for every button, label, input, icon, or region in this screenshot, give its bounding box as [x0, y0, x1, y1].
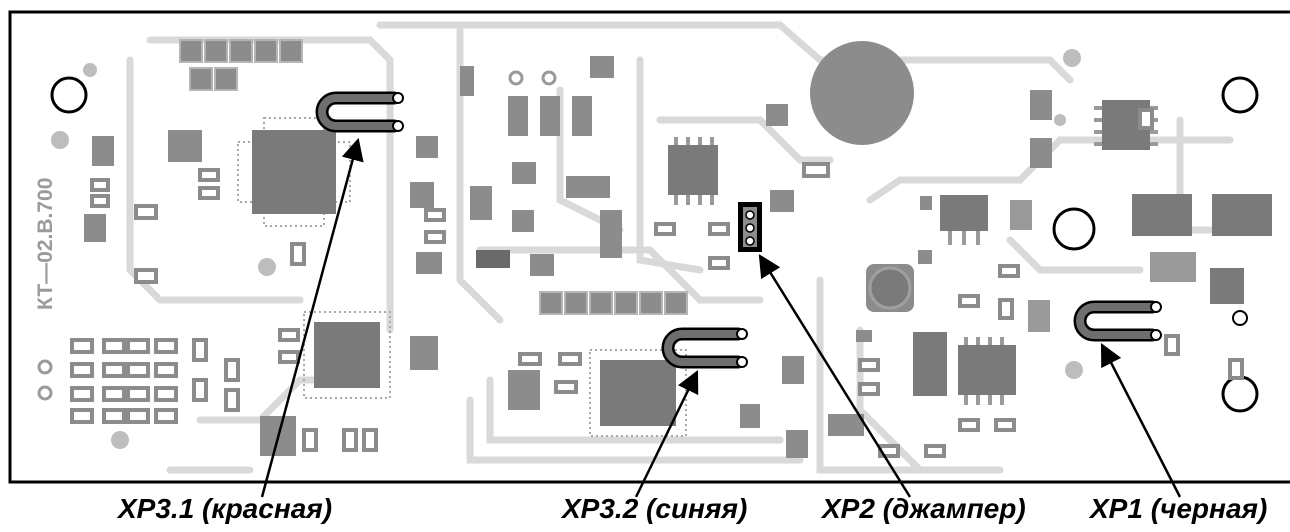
board-code-label: КТ—02.В.700 — [34, 178, 57, 310]
chip-resistors — [70, 108, 1244, 458]
buzzer-component — [810, 41, 914, 145]
soic-leads — [674, 106, 1158, 405]
pin-header-top — [179, 39, 303, 91]
ic-qfp-main — [237, 117, 351, 227]
soic-chips — [668, 100, 1150, 396]
edge-pads — [37, 70, 557, 401]
mounting-holes — [50, 76, 1259, 413]
callout-xp3-1: XP3.1 (красная) — [118, 493, 333, 524]
passive-components — [84, 56, 1052, 458]
inductor-component — [866, 264, 914, 312]
callout-xp2: XP2 (джампер) — [822, 493, 1026, 524]
power-components — [1010, 194, 1272, 332]
ic-qfp-center — [589, 349, 687, 437]
callout-xp3-2: XP3.2 (синяя) — [562, 493, 748, 524]
loop-jumper-xp3-2 — [661, 327, 748, 369]
pin-header-middle — [539, 291, 688, 315]
jumper-header-xp2 — [738, 202, 762, 252]
leader-lines — [260, 137, 1182, 498]
callout-xp1: XP1 (черная) — [1090, 493, 1268, 524]
ic-qfp-lower — [303, 311, 391, 399]
loop-jumper-xp3-1 — [315, 91, 404, 133]
loop-jumper-xp1 — [1073, 300, 1162, 342]
test-pads — [51, 49, 1083, 449]
